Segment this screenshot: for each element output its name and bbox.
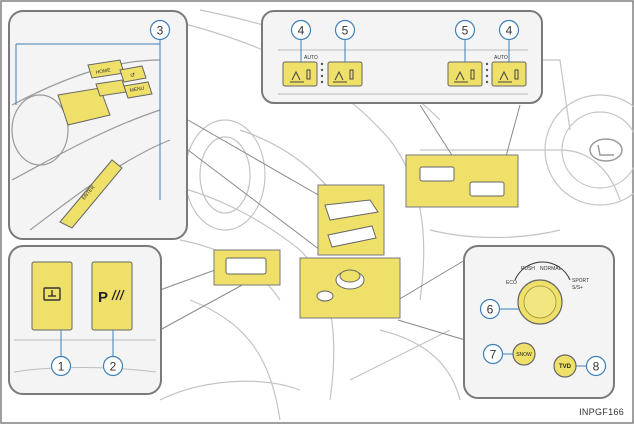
- push-label: PUSH: [521, 266, 535, 272]
- cabin-highlights: [213, 154, 519, 319]
- sport-label: SPORT: [572, 278, 589, 284]
- panel-bottom-left: P: [8, 245, 162, 395]
- callout-4-left: 4: [290, 19, 312, 41]
- leader-lines: [159, 104, 521, 341]
- bottom-left-leaders: [60, 330, 114, 356]
- touchpad: [57, 87, 111, 126]
- seat-switch-group-right: AUTO: [447, 55, 527, 87]
- svg-text:6: 6: [487, 303, 494, 317]
- highlight-top-right: [405, 154, 519, 208]
- home-label: HOME: [95, 67, 111, 76]
- callout-7: 7: [482, 343, 504, 365]
- enter-button: [59, 159, 123, 229]
- normal-label: NORMAL: [540, 266, 562, 272]
- svg-text:7: 7: [490, 348, 497, 362]
- highlight-lower-left: [213, 249, 281, 286]
- steering-emblem: [589, 138, 623, 162]
- callout-6: 6: [479, 298, 501, 320]
- highlight-dial: [299, 257, 401, 319]
- svg-text:8: 8: [593, 360, 600, 374]
- callout-numbers: 3 4 5 5 4 1 2 6: [50, 19, 607, 377]
- svg-text:3: 3: [157, 24, 164, 38]
- panel-console: HOME MENU ↺ ENTER: [8, 10, 188, 240]
- tvd-label: TVD: [559, 364, 572, 370]
- parking-sensor-icon: P: [98, 289, 125, 306]
- svg-text:1: 1: [58, 360, 65, 374]
- svg-text:2: 2: [110, 360, 117, 374]
- panel-drive-mode: PUSH NORMAL ECO SPORT S/S+ SNOW TVD: [463, 245, 615, 399]
- callout-1: 1: [50, 355, 72, 377]
- sport-plus-label: S/S+: [572, 285, 583, 291]
- switch-2: [91, 261, 133, 331]
- seat-switch-group-left: AUTO: [282, 55, 363, 87]
- callout-5-right: 5: [454, 19, 476, 41]
- back-label: ↺: [130, 72, 135, 79]
- auto-label-left: AUTO: [304, 55, 318, 61]
- lane-icon: [43, 287, 61, 301]
- highlight-center-console: [317, 184, 385, 256]
- figure-code: INPGF166: [579, 407, 624, 417]
- callout-3-bracket: [15, 40, 161, 200]
- callout-3: 3: [149, 19, 171, 41]
- svg-text:4: 4: [506, 24, 513, 38]
- callout-5-left: 5: [334, 19, 356, 41]
- top-leaders: [300, 39, 510, 62]
- menu-label: MENU: [129, 85, 145, 94]
- callout-2: 2: [102, 355, 124, 377]
- callout-4-right: 4: [498, 19, 520, 41]
- snow-label: SNOW: [516, 352, 532, 358]
- callout-8: 8: [585, 355, 607, 377]
- eco-label: ECO: [506, 280, 517, 286]
- svg-text:5: 5: [462, 24, 469, 38]
- drive-leaders: [500, 308, 586, 367]
- auto-label-right: AUTO: [494, 55, 508, 61]
- svg-text:4: 4: [298, 24, 305, 38]
- console-buttons: [87, 59, 153, 99]
- svg-text:P: P: [98, 289, 108, 306]
- svg-text:5: 5: [342, 24, 349, 38]
